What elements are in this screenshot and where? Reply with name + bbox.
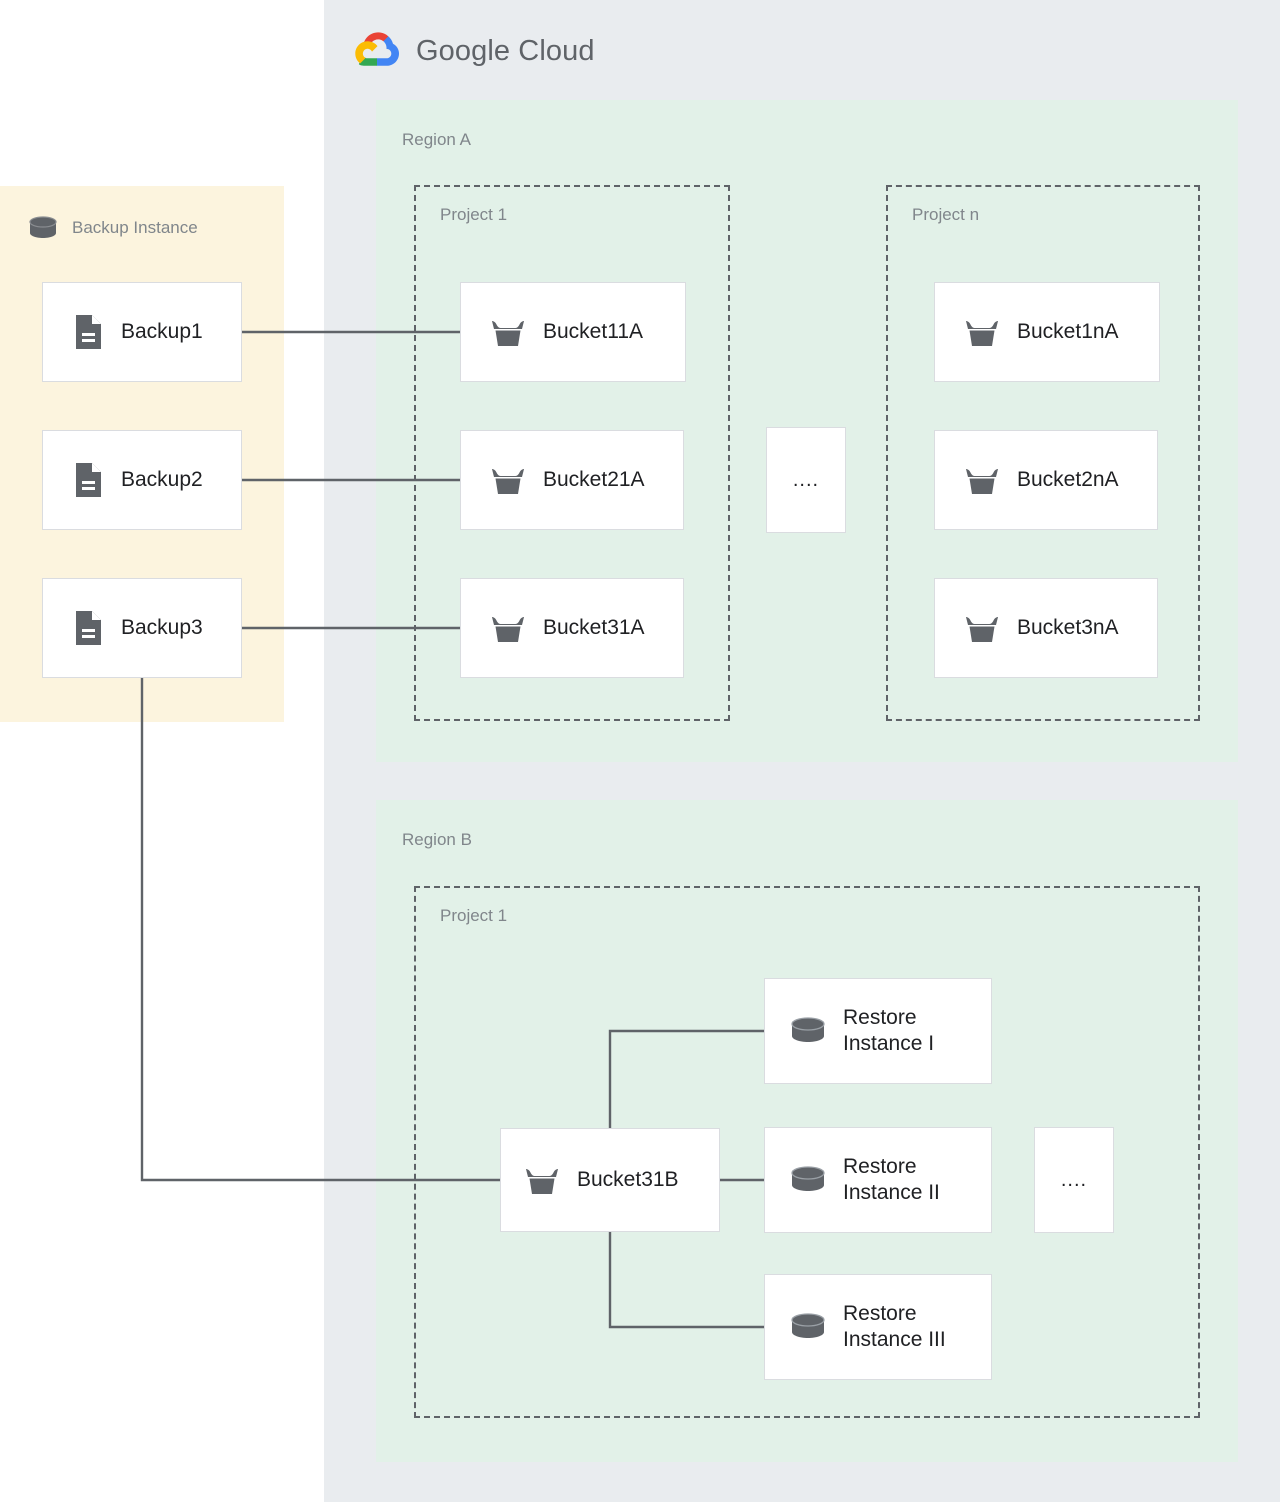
cloud-storage-bucket-icon xyxy=(966,469,998,494)
backup-instance-label: Backup Instance xyxy=(72,218,198,237)
cloud-storage-bucket-icon xyxy=(492,617,524,642)
restore-instance-3-label: Restore Instance III xyxy=(843,1302,946,1351)
backup3-label: Backup3 xyxy=(121,616,203,640)
bucket11a-label: Bucket11A xyxy=(543,320,644,344)
bucket11a-node[interactable]: Bucket11A xyxy=(460,282,686,382)
restore-instance-3-node[interactable]: Restore Instance III xyxy=(764,1274,992,1380)
bucket1na-label: Bucket1nA xyxy=(1017,320,1119,344)
backup1-label: Backup1 xyxy=(121,320,203,344)
document-icon xyxy=(76,463,101,497)
region-a-ellipsis-box: .... xyxy=(766,427,846,533)
region-b-label: Region B xyxy=(402,830,472,849)
region-b-ellipsis-box: .... xyxy=(1034,1127,1114,1233)
backup1-node[interactable]: Backup1 xyxy=(42,282,242,382)
database-icon xyxy=(791,1313,825,1338)
bucket31a-label: Bucket31A xyxy=(543,616,645,640)
backup3-node[interactable]: Backup3 xyxy=(42,578,242,678)
region-b-ellipsis: .... xyxy=(1060,1169,1088,1191)
backup-instance-header: Backup Instance xyxy=(28,216,198,240)
bucket21a-label: Bucket21A xyxy=(543,468,645,492)
bucket2na-label: Bucket2nA xyxy=(1017,468,1119,492)
database-icon xyxy=(29,216,57,238)
document-icon xyxy=(76,315,101,349)
restore-instance-1-node[interactable]: Restore Instance I xyxy=(764,978,992,1084)
google-cloud-logo-icon xyxy=(355,32,399,66)
restore-instance-2-label: Restore Instance II xyxy=(843,1155,940,1204)
google-cloud-branding: Google Cloud xyxy=(352,28,595,74)
project-1-region-a-label: Project 1 xyxy=(440,205,508,224)
project-n-region-a-label: Project n xyxy=(912,205,980,224)
restore-instance-2-node[interactable]: Restore Instance II xyxy=(764,1127,992,1233)
backup2-label: Backup2 xyxy=(121,468,203,492)
document-icon xyxy=(76,611,101,645)
project-1-region-b-label: Project 1 xyxy=(440,906,508,925)
cloud-storage-bucket-icon xyxy=(492,321,524,346)
bucket31b-node[interactable]: Bucket31B xyxy=(500,1128,720,1232)
database-icon xyxy=(791,1017,825,1042)
bucket3na-label: Bucket3nA xyxy=(1017,616,1119,640)
region-a-ellipsis: .... xyxy=(792,469,820,491)
region-a-label: Region A xyxy=(402,130,471,149)
database-icon xyxy=(791,1166,825,1191)
bucket31b-label: Bucket31B xyxy=(577,1168,679,1192)
cloud-storage-bucket-icon xyxy=(966,321,998,346)
cloud-storage-bucket-icon xyxy=(526,1169,558,1194)
bucket21a-node[interactable]: Bucket21A xyxy=(460,430,684,530)
brand-cloud: Cloud xyxy=(518,34,595,67)
google-cloud-wordmark: Google Cloud xyxy=(416,35,595,68)
project-n-region-a: Project n xyxy=(886,185,1200,721)
cloud-storage-bucket-icon xyxy=(492,469,524,494)
bucket31a-node[interactable]: Bucket31A xyxy=(460,578,684,678)
bucket1na-node[interactable]: Bucket1nA xyxy=(934,282,1160,382)
brand-google: Google xyxy=(416,34,511,67)
bucket2na-node[interactable]: Bucket2nA xyxy=(934,430,1158,530)
cloud-storage-bucket-icon xyxy=(966,617,998,642)
project-1-region-a: Project 1 xyxy=(414,185,730,721)
bucket3na-node[interactable]: Bucket3nA xyxy=(934,578,1158,678)
backup2-node[interactable]: Backup2 xyxy=(42,430,242,530)
restore-instance-1-label: Restore Instance I xyxy=(843,1006,935,1055)
